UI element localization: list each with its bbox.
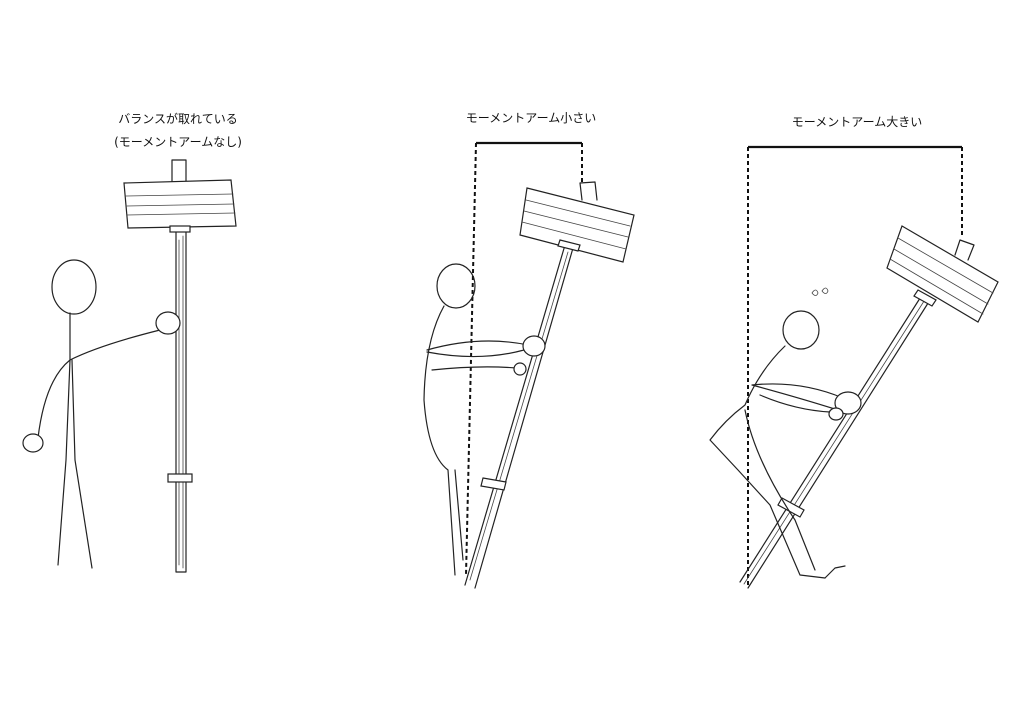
barbell-bar <box>175 227 187 573</box>
barbell-sleeve <box>954 239 975 261</box>
barbell-tilted-large <box>739 225 999 589</box>
sweat-marks <box>811 287 829 296</box>
figure-body-legs <box>423 305 464 576</box>
panel-small-moment-arm: モーメントアーム小さい <box>423 111 635 589</box>
barbell-collar <box>557 239 581 252</box>
barbell-sleeve <box>579 181 598 201</box>
figure-arms <box>426 340 529 371</box>
panel-1-caption-line1: バランスが取れている <box>118 111 237 126</box>
figure-foot <box>824 565 846 579</box>
moment-arm-indicator-large <box>747 145 963 588</box>
moment-arm-indicator-small <box>465 141 583 576</box>
panel-balanced: バランスが取れている (モーメントアームなし) <box>22 111 242 573</box>
stick-figure-leaning-large <box>709 287 862 579</box>
panel-3-caption: モーメントアーム大きい <box>792 115 922 129</box>
figure-hand-left <box>513 362 527 376</box>
figure-head <box>782 310 820 350</box>
barbell-collar <box>913 289 937 307</box>
figure-head <box>51 259 97 315</box>
barbell-grip-ring <box>167 473 193 483</box>
figure-hand-right <box>522 335 546 357</box>
barbell-collar <box>169 225 191 233</box>
barbell-vertical <box>123 159 237 573</box>
figure-head <box>436 263 476 309</box>
figure-hand-right <box>834 391 862 415</box>
figure-arms <box>751 383 844 413</box>
moment-arm-dashed-left <box>465 142 477 576</box>
figure-hand-right <box>155 311 181 335</box>
barbell-grip-ring <box>480 477 507 491</box>
figure-arms <box>37 329 161 439</box>
panel-2-caption: モーメントアーム小さい <box>466 111 596 125</box>
weight-plates <box>886 225 999 323</box>
barbell-sleeve <box>171 159 187 184</box>
panel-1-caption-line2: (モーメントアームなし) <box>114 135 242 149</box>
stick-figure-leaning-small <box>423 263 546 576</box>
figure-body-legs <box>57 312 93 569</box>
stick-figure-upright <box>22 259 181 569</box>
barbell-tilted-small <box>464 181 635 589</box>
figure-body-legs <box>709 345 826 579</box>
panel-large-moment-arm: モーメントアーム大きい <box>709 115 999 589</box>
weight-plates <box>123 179 237 229</box>
figure-hand-left <box>828 407 844 421</box>
figure-hand-left <box>22 433 44 453</box>
